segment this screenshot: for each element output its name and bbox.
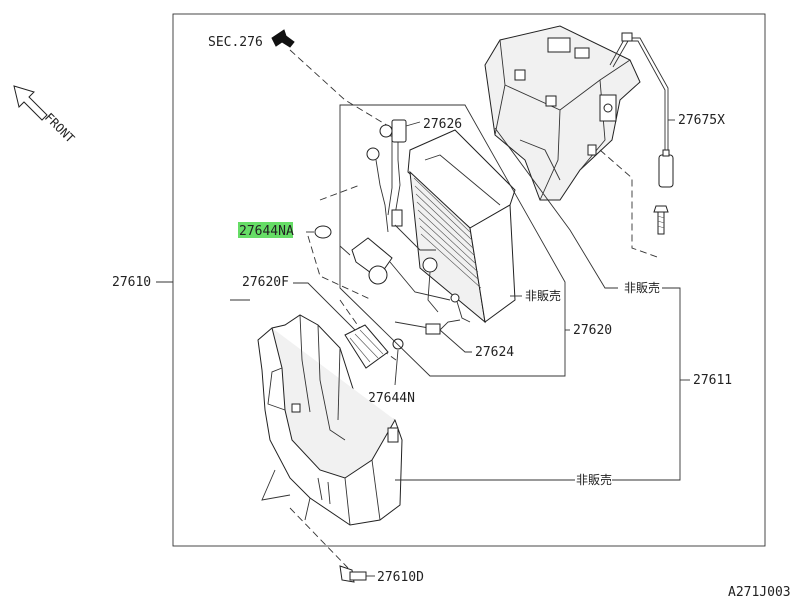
part-27620f-label: 27620F	[242, 275, 289, 290]
leader-27624	[439, 329, 472, 353]
leader-27644n	[394, 349, 399, 386]
bracket-27620	[339, 104, 566, 377]
part-27611-label: 27611	[693, 373, 732, 388]
part-27626-label: 27626	[423, 117, 462, 132]
thermo-sensor-part	[392, 293, 471, 350]
insulator-pad-part	[344, 324, 389, 369]
diagram-reference-code: A271J003	[728, 585, 791, 600]
part-27644n-label: 27644N	[368, 391, 415, 406]
unit-leader-1	[599, 149, 661, 259]
sensor-cable-part	[609, 32, 674, 188]
part-27610d-label: 27610D	[377, 570, 424, 585]
bottom-screw-part	[339, 565, 367, 583]
sec-label: SEC.276	[208, 35, 263, 50]
sec-arrow-icon	[271, 29, 295, 48]
not-for-sale-label-1: 非販売	[525, 288, 561, 303]
front-arrow-icon	[13, 85, 48, 121]
leader-hihanbai-2	[494, 127, 618, 289]
screw-part	[653, 205, 669, 235]
sec-leader	[289, 49, 396, 131]
part-27624-label: 27624	[475, 345, 514, 360]
not-for-sale-label-2: 非販売	[624, 280, 660, 295]
not-for-sale-label-3: 非販売	[576, 472, 612, 487]
evap-group-outline	[319, 184, 361, 201]
part-27675x-label: 27675X	[678, 113, 725, 128]
valve-block-part	[339, 237, 393, 285]
lower-housing-part	[257, 314, 403, 526]
evap-group-outline-3	[307, 235, 373, 301]
highlight-27644na	[238, 222, 293, 238]
front-label: FRONT	[42, 110, 77, 145]
o-ring-part	[314, 225, 332, 239]
diagram-frame	[172, 13, 766, 547]
part-27620-label: 27620	[573, 323, 612, 338]
leader-27626	[405, 121, 421, 127]
evaporator-core-part	[407, 129, 516, 324]
part-27644na-label: 27644NA	[239, 224, 294, 239]
part-27610-label: 27610	[112, 275, 151, 290]
screw-leader	[289, 507, 349, 569]
heater-unit-part	[484, 25, 641, 201]
pipe-assembly-part	[366, 119, 451, 313]
